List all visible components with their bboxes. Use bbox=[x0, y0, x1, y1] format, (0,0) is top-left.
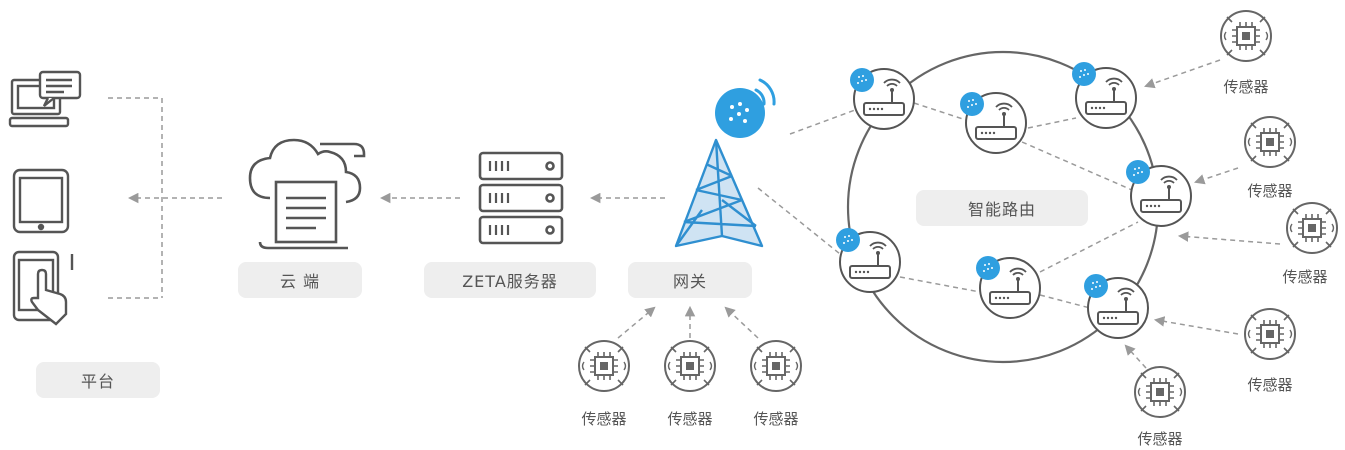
sensor-label: 传感器 bbox=[753, 410, 799, 428]
cloud-label: 云 端 bbox=[238, 262, 362, 298]
sensor-label: 传感器 bbox=[1223, 78, 1269, 96]
router-network-label: 智能路由 bbox=[916, 190, 1088, 226]
signal-badge-icon bbox=[976, 256, 1000, 280]
wifi-badge-icon bbox=[715, 78, 776, 138]
signal-badge-icon bbox=[1126, 160, 1150, 184]
sensor-chip-icon bbox=[578, 340, 630, 392]
ring-sensor-arrows bbox=[1124, 59, 1281, 369]
signal-badge-icon bbox=[960, 92, 984, 116]
mesh-links bbox=[899, 102, 1139, 309]
sensor-label: 传感器 bbox=[581, 410, 627, 428]
cloud-document-icon bbox=[248, 138, 366, 250]
sensor-chip-icon bbox=[1134, 366, 1186, 418]
sensor-chip-icon bbox=[750, 340, 802, 392]
gateway-tower-icon bbox=[674, 138, 764, 248]
sensor-label: 传感器 bbox=[1282, 268, 1328, 286]
tablet-icon bbox=[12, 168, 70, 234]
signal-badge-icon bbox=[1084, 274, 1108, 298]
sensor-label: 传感器 bbox=[1247, 376, 1293, 394]
gateway-sensor-arrows bbox=[617, 305, 759, 339]
gateway-router-links bbox=[757, 109, 856, 263]
server-label: ZETA服务器 bbox=[424, 262, 596, 298]
sensor-label: 传感器 bbox=[1137, 430, 1183, 448]
sensor-chip-icon bbox=[1244, 308, 1296, 360]
touch-phone-icon bbox=[12, 250, 74, 326]
sensor-chip-icon bbox=[1244, 116, 1296, 168]
platform-label: 平台 bbox=[36, 362, 160, 398]
sensor-chip-icon bbox=[664, 340, 716, 392]
gateway-label: 网关 bbox=[628, 262, 752, 298]
signal-badge-icon bbox=[1072, 62, 1096, 86]
sensor-label: 传感器 bbox=[667, 410, 713, 428]
signal-badge-icon bbox=[850, 68, 874, 92]
signal-badge-icon bbox=[836, 228, 860, 252]
computer-icon bbox=[8, 70, 82, 128]
sensor-chip-icon bbox=[1220, 10, 1272, 62]
sensor-chip-icon bbox=[1286, 202, 1338, 254]
sensor-label: 传感器 bbox=[1247, 182, 1293, 200]
server-rack-icon bbox=[478, 151, 564, 245]
platform-bracket bbox=[108, 97, 222, 299]
